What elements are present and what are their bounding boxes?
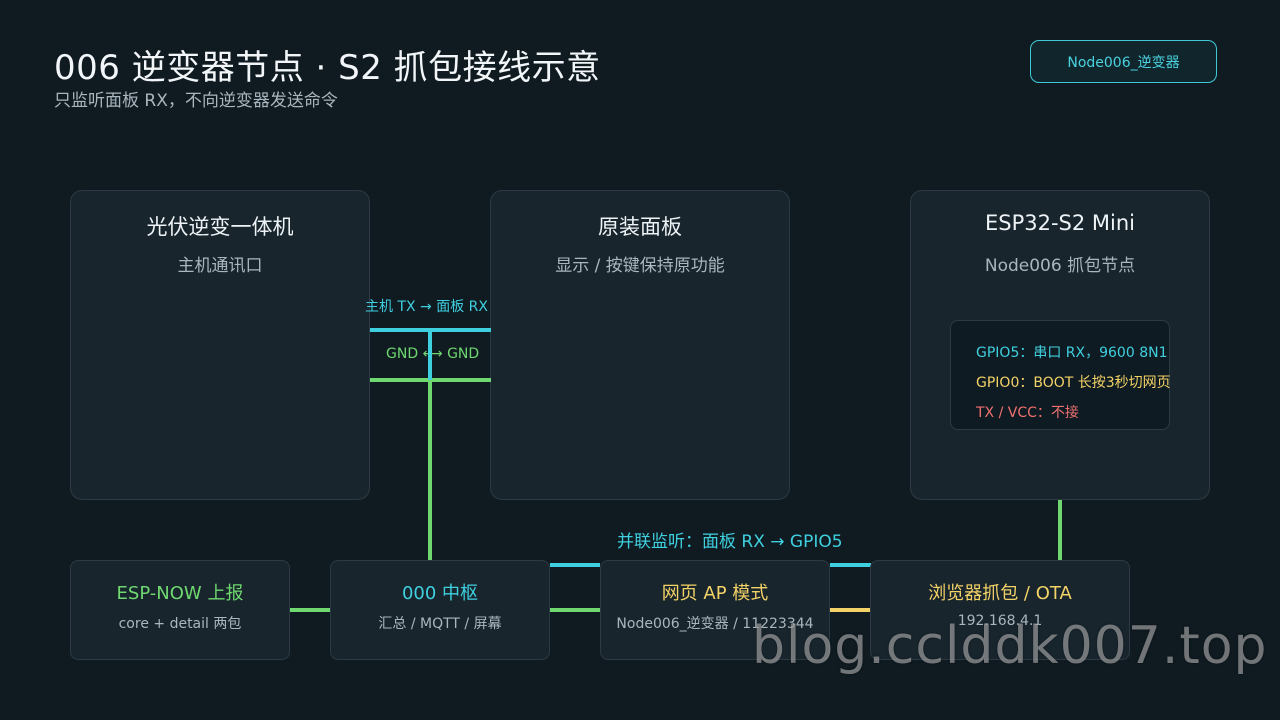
inverter-panel: 光伏逆变一体机 主机通讯口: [70, 190, 370, 500]
inverter-subtitle: 主机通讯口: [177, 256, 263, 276]
page-subtitle: 只监听面板 RX，不向逆变器发送命令: [54, 91, 338, 111]
inverter-title: 光伏逆变一体机: [146, 215, 294, 239]
monitor-label: 并联监听：面板 RX → GPIO5: [617, 532, 843, 552]
tap-vertical-cyan: [428, 328, 432, 380]
esp32-title: ESP32-S2 Mini: [984, 211, 1136, 235]
ap-ota-wire: [830, 608, 871, 612]
espnow-subtitle: core + detail 两包: [118, 616, 242, 632]
espnow-title: ESP-NOW 上报: [116, 583, 244, 604]
gpio-info-box: GPIO5：串口 RX，9600 8N1 GPIO0：BOOT 长按3秒切网页 …: [950, 320, 1171, 430]
tx-vcc-line: TX / VCC：不接: [976, 405, 1079, 421]
original-panel-title: 原装面板: [598, 215, 682, 239]
esp32-subtitle: Node006 抓包节点: [984, 256, 1136, 276]
ota-box: 浏览器抓包 / OTA 192.168.4.1: [870, 560, 1130, 660]
hub-title: 000 中枢: [401, 583, 479, 604]
tap-vertical-green: [428, 380, 432, 560]
ap-mode-box: 网页 AP 模式 Node006_逆变器 / 11223344: [600, 560, 830, 660]
espnow-box: ESP-NOW 上报 core + detail 两包: [70, 560, 290, 660]
hub-subtitle: 汇总 / MQTT / 屏幕: [378, 616, 502, 632]
gpio0-line: GPIO0：BOOT 长按3秒切网页: [976, 375, 1171, 391]
original-panel: 原装面板 显示 / 按键保持原功能: [490, 190, 790, 500]
hub-ap-wire: [550, 608, 601, 612]
monitor-wire-1: [550, 563, 600, 567]
watermark: blog.cclddk007.top: [752, 616, 1268, 676]
gpio5-line: GPIO5：串口 RX，9600 8N1: [976, 345, 1168, 361]
ap-mode-subtitle: Node006_逆变器 / 11223344: [616, 616, 814, 632]
ota-title: 浏览器抓包 / OTA: [928, 583, 1072, 604]
gnd-label: GND ⟷ GND: [386, 346, 480, 362]
esp32-vertical-wire: [1058, 500, 1062, 560]
ap-mode-title: 网页 AP 模式: [661, 583, 769, 604]
monitor-wire-2: [830, 563, 871, 567]
tx-rx-label: 主机 TX → 面板 RX: [365, 299, 488, 315]
ota-subtitle: 192.168.4.1: [957, 613, 1043, 629]
espnow-hub-wire: [290, 608, 331, 612]
page-title: 006 逆变器节点 · S2 抓包接线示意: [54, 48, 601, 88]
original-panel-subtitle: 显示 / 按键保持原功能: [555, 256, 725, 276]
hub-box: 000 中枢 汇总 / MQTT / 屏幕: [330, 560, 550, 660]
node-badge[interactable]: Node006_逆变器: [1030, 40, 1217, 83]
